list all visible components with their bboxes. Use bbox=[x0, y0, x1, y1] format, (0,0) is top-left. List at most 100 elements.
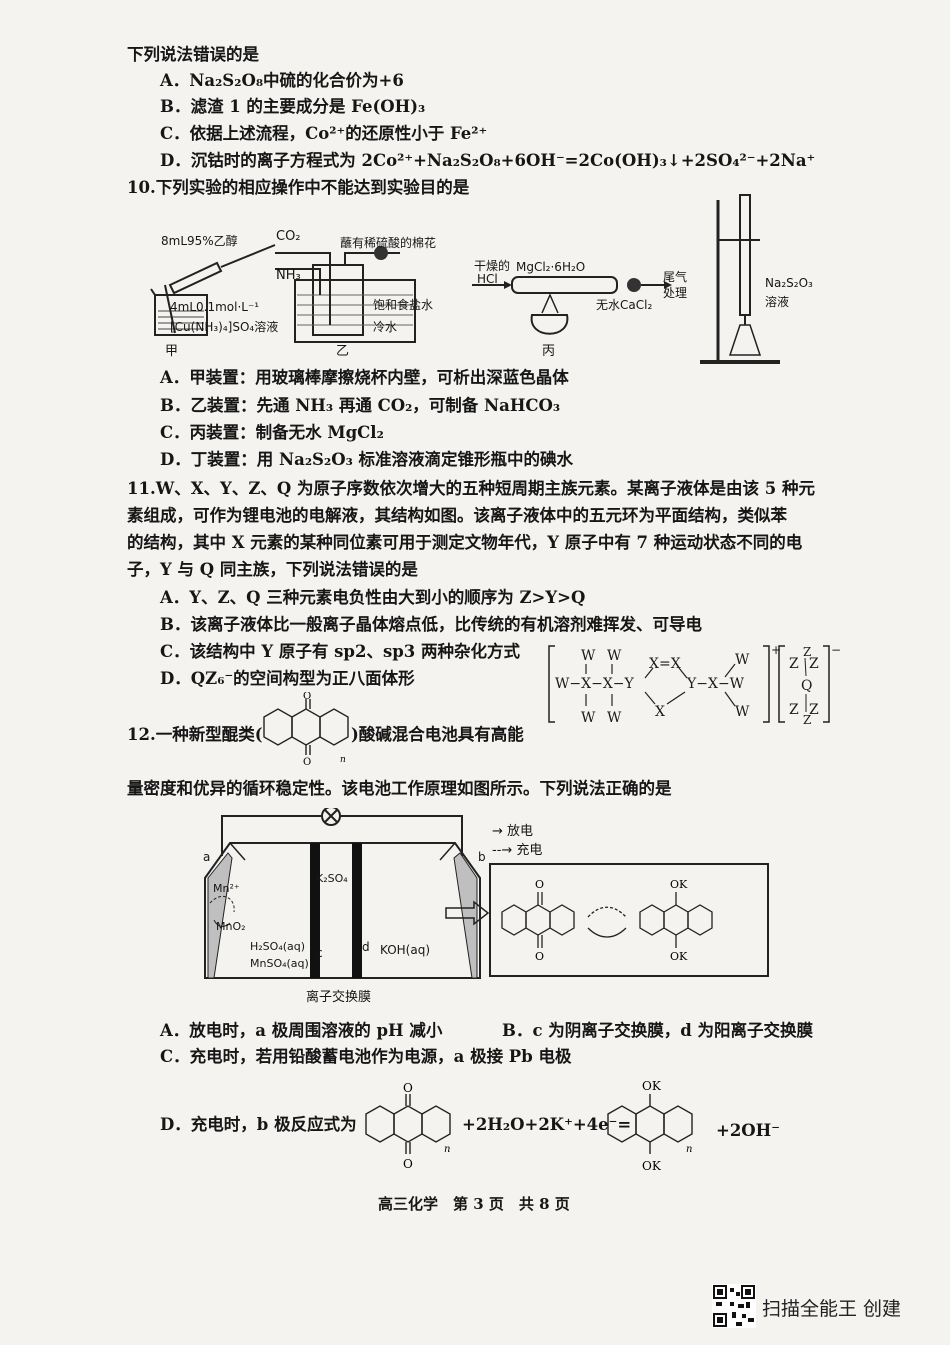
q9-stem: 下列说法错误的是 bbox=[127, 45, 259, 64]
q10-option-a: A．甲装置：用玻璃棒摩擦烧杯内壁，可析出深蓝色晶体 bbox=[160, 368, 569, 387]
jia-name: 甲 bbox=[165, 344, 179, 359]
svg-text:W: W bbox=[607, 710, 622, 726]
q9-option-d: D．沉钴时的离子方程式为 2Co²⁺+Na₂S₂O₈+6OH⁻=2Co(OH)₃… bbox=[160, 151, 816, 170]
q11-option-c: C．该结构中 Y 原子有 sp2、sp3 两种杂化方式 bbox=[160, 642, 521, 661]
svg-text:W: W bbox=[581, 648, 596, 664]
q11-option-d: D．QZ₆⁻的空间构型为正八面体形 bbox=[160, 669, 415, 688]
q12-option-d-suffix: +2OH⁻ bbox=[716, 1121, 780, 1140]
bing-cacl2-label: 无水CaCl₂ bbox=[596, 298, 653, 312]
q12-line-1b: )酸碱混合电池具有高能 bbox=[351, 725, 524, 744]
apparatus-yi bbox=[275, 246, 416, 343]
hollow-arrow-icon bbox=[445, 900, 490, 926]
yi-nh3-label: NH₃ bbox=[276, 268, 301, 283]
battery-mn2-label: Mn²⁺ bbox=[213, 882, 240, 895]
svg-text:OK: OK bbox=[642, 1079, 662, 1093]
q12-option-d-middle: +2H₂O+2K⁺+4e⁻= bbox=[462, 1115, 632, 1134]
battery-koh-label: KOH(aq) bbox=[380, 943, 431, 957]
svg-text:OK: OK bbox=[670, 950, 688, 963]
bing-tail-label-1: 尾气 bbox=[663, 270, 688, 284]
yi-name: 乙 bbox=[336, 344, 350, 359]
svg-text:X: X bbox=[655, 704, 665, 720]
svg-text:n: n bbox=[444, 1144, 450, 1155]
q11-line-2: 素组成，可作为锂电池的电解液，其结构如图。该离子液体中的五元环为平面结构，类似苯 bbox=[127, 506, 787, 525]
q9-option-c: C．依据上述流程，Co²⁺的还原性小于 Fe²⁺ bbox=[160, 124, 488, 143]
svg-text:−: − bbox=[831, 643, 840, 657]
svg-text:+: + bbox=[771, 643, 781, 657]
svg-text:Q: Q bbox=[801, 678, 812, 694]
apparatus-bing bbox=[472, 276, 672, 335]
svg-text:Z: Z bbox=[803, 645, 811, 659]
yi-coldwater-label: 冷水 bbox=[373, 320, 398, 334]
q12-option-d-prefix: D．充电时，b 极反应式为 bbox=[160, 1115, 357, 1134]
svg-text:Z: Z bbox=[789, 702, 799, 718]
bing-hcl-label: HCl bbox=[477, 272, 498, 286]
svg-text:OK: OK bbox=[642, 1159, 662, 1173]
svg-text:O: O bbox=[535, 878, 544, 891]
q11-line-1: 11.W、X、Y、Z、Q 为原子序数依次增大的五种短周期主族元素。某离子液体是由… bbox=[127, 479, 815, 498]
battery-membrane-d: d bbox=[362, 940, 370, 954]
battery-mno2-label: MnO₂ bbox=[216, 920, 246, 933]
battery-h2so4-label: H₂SO₄(aq) bbox=[250, 940, 306, 953]
page-footer: 高三化学 第 3 页 共 8 页 bbox=[378, 1195, 570, 1213]
svg-text:W: W bbox=[735, 652, 750, 668]
battery-electrode-b: b bbox=[478, 850, 486, 864]
svg-text:n: n bbox=[686, 1144, 692, 1155]
q10-option-c: C．丙装置：制备无水 MgCl₂ bbox=[160, 423, 384, 442]
apparatus-jia bbox=[150, 244, 276, 336]
reaction-box: O O OK OK bbox=[489, 863, 769, 977]
battery-electrode-a: a bbox=[203, 850, 211, 864]
q12-line-2: 量密度和优异的循环稳定性。该电池工作原理如图所示。下列说法正确的是 bbox=[127, 779, 672, 798]
jia-solution-label: [Cu(NH₃)₄]SO₄溶液 bbox=[170, 320, 279, 334]
yi-co2-label: CO₂ bbox=[276, 229, 301, 244]
q11-line-3: 的结构，其中 X 元素的某种同位素可用于测定文物年代，Y 原子中有 7 种运动状… bbox=[127, 533, 803, 552]
svg-text:W: W bbox=[735, 704, 750, 720]
ding-solution-label-2: 溶液 bbox=[765, 295, 790, 309]
svg-text:Z: Z bbox=[809, 702, 819, 718]
svg-text:W: W bbox=[607, 648, 622, 664]
bing-mgcl2-label: MgCl₂·6H₂O bbox=[516, 260, 586, 274]
svg-text:O: O bbox=[403, 1081, 413, 1095]
q11-option-a: A．Y、Z、Q 三种元素电负性由大到小的顺序为 Z>Y>Q bbox=[160, 588, 586, 607]
legend-charge: --→ 充电 bbox=[492, 843, 543, 858]
battery-membrane-label: 离子交换膜 bbox=[306, 990, 372, 1005]
battery-k2so4-label: K₂SO₄ bbox=[316, 872, 348, 885]
q10-stem: 10.下列实验的相应操作中不能达到实验目的是 bbox=[127, 178, 470, 197]
q11-option-b: B．该离子液体比一般离子晶体熔点低，比传统的有机溶剂难挥发、可导电 bbox=[160, 615, 702, 634]
svg-text:OK: OK bbox=[670, 878, 688, 891]
svg-text:O: O bbox=[303, 692, 311, 702]
svg-text:n: n bbox=[340, 755, 346, 765]
q12-option-b: B．c 为阴离子交换膜，d 为阳离子交换膜 bbox=[502, 1021, 814, 1040]
quinone-structure: O O n bbox=[263, 692, 349, 768]
svg-text:Z: Z bbox=[809, 656, 819, 672]
q9-option-b: B．滤渣 1 的主要成分是 Fe(OH)₃ bbox=[160, 97, 426, 116]
quinone-reactant: O O n bbox=[365, 1081, 451, 1171]
ding-solution-label-1: Na₂S₂O₃ bbox=[765, 276, 813, 290]
svg-text:Y−X−W: Y−X−W bbox=[686, 676, 745, 692]
apparatus-ding bbox=[700, 194, 780, 364]
svg-text:W: W bbox=[581, 710, 596, 726]
hydroquinone-product: OK OK n bbox=[607, 1079, 693, 1173]
bing-name: 丙 bbox=[542, 344, 556, 359]
svg-text:Z: Z bbox=[803, 713, 811, 726]
q10-option-d: D．丁装置：用 Na₂S₂O₃ 标准溶液滴定锥形瓶中的碘水 bbox=[160, 450, 574, 469]
svg-text:O: O bbox=[535, 950, 544, 963]
yi-brine-label: 饱和食盐水 bbox=[373, 298, 434, 312]
q11-line-4: 子，Y 与 Q 同主族，下列说法错误的是 bbox=[127, 560, 418, 579]
q12-option-a: A．放电时，a 极周围溶液的 pH 减小 bbox=[160, 1021, 443, 1040]
battery-membrane-c: c bbox=[316, 946, 323, 960]
q10-option-b: B．乙装置：先通 NH₃ 再通 CO₂，可制备 NaHCO₃ bbox=[160, 396, 561, 415]
scanner-watermark: 扫描全能王 创建 bbox=[762, 1298, 902, 1320]
svg-text:W−X−X−Y: W−X−X−Y bbox=[555, 676, 635, 692]
yi-cotton-label: 蘸有稀硫酸的棉花 bbox=[340, 236, 437, 250]
battery-mnso4-label: MnSO₄(aq) bbox=[250, 957, 309, 970]
battery-diagram bbox=[204, 808, 481, 979]
bing-dry-label: 干燥的 bbox=[474, 259, 511, 273]
jia-ethanol-label: 8mL95%乙醇 bbox=[161, 234, 238, 248]
qr-code-icon bbox=[712, 1284, 756, 1328]
svg-text:Z: Z bbox=[789, 656, 799, 672]
jia-conc-label: 4mL0.1mol·L⁻¹ bbox=[170, 300, 260, 314]
bing-tail-label-2: 处理 bbox=[663, 286, 688, 300]
q12-option-c: C．充电时，若用铅酸蓄电池作为电源，a 极接 Pb 电极 bbox=[160, 1047, 572, 1066]
legend-discharge: → 放电 bbox=[492, 824, 534, 839]
